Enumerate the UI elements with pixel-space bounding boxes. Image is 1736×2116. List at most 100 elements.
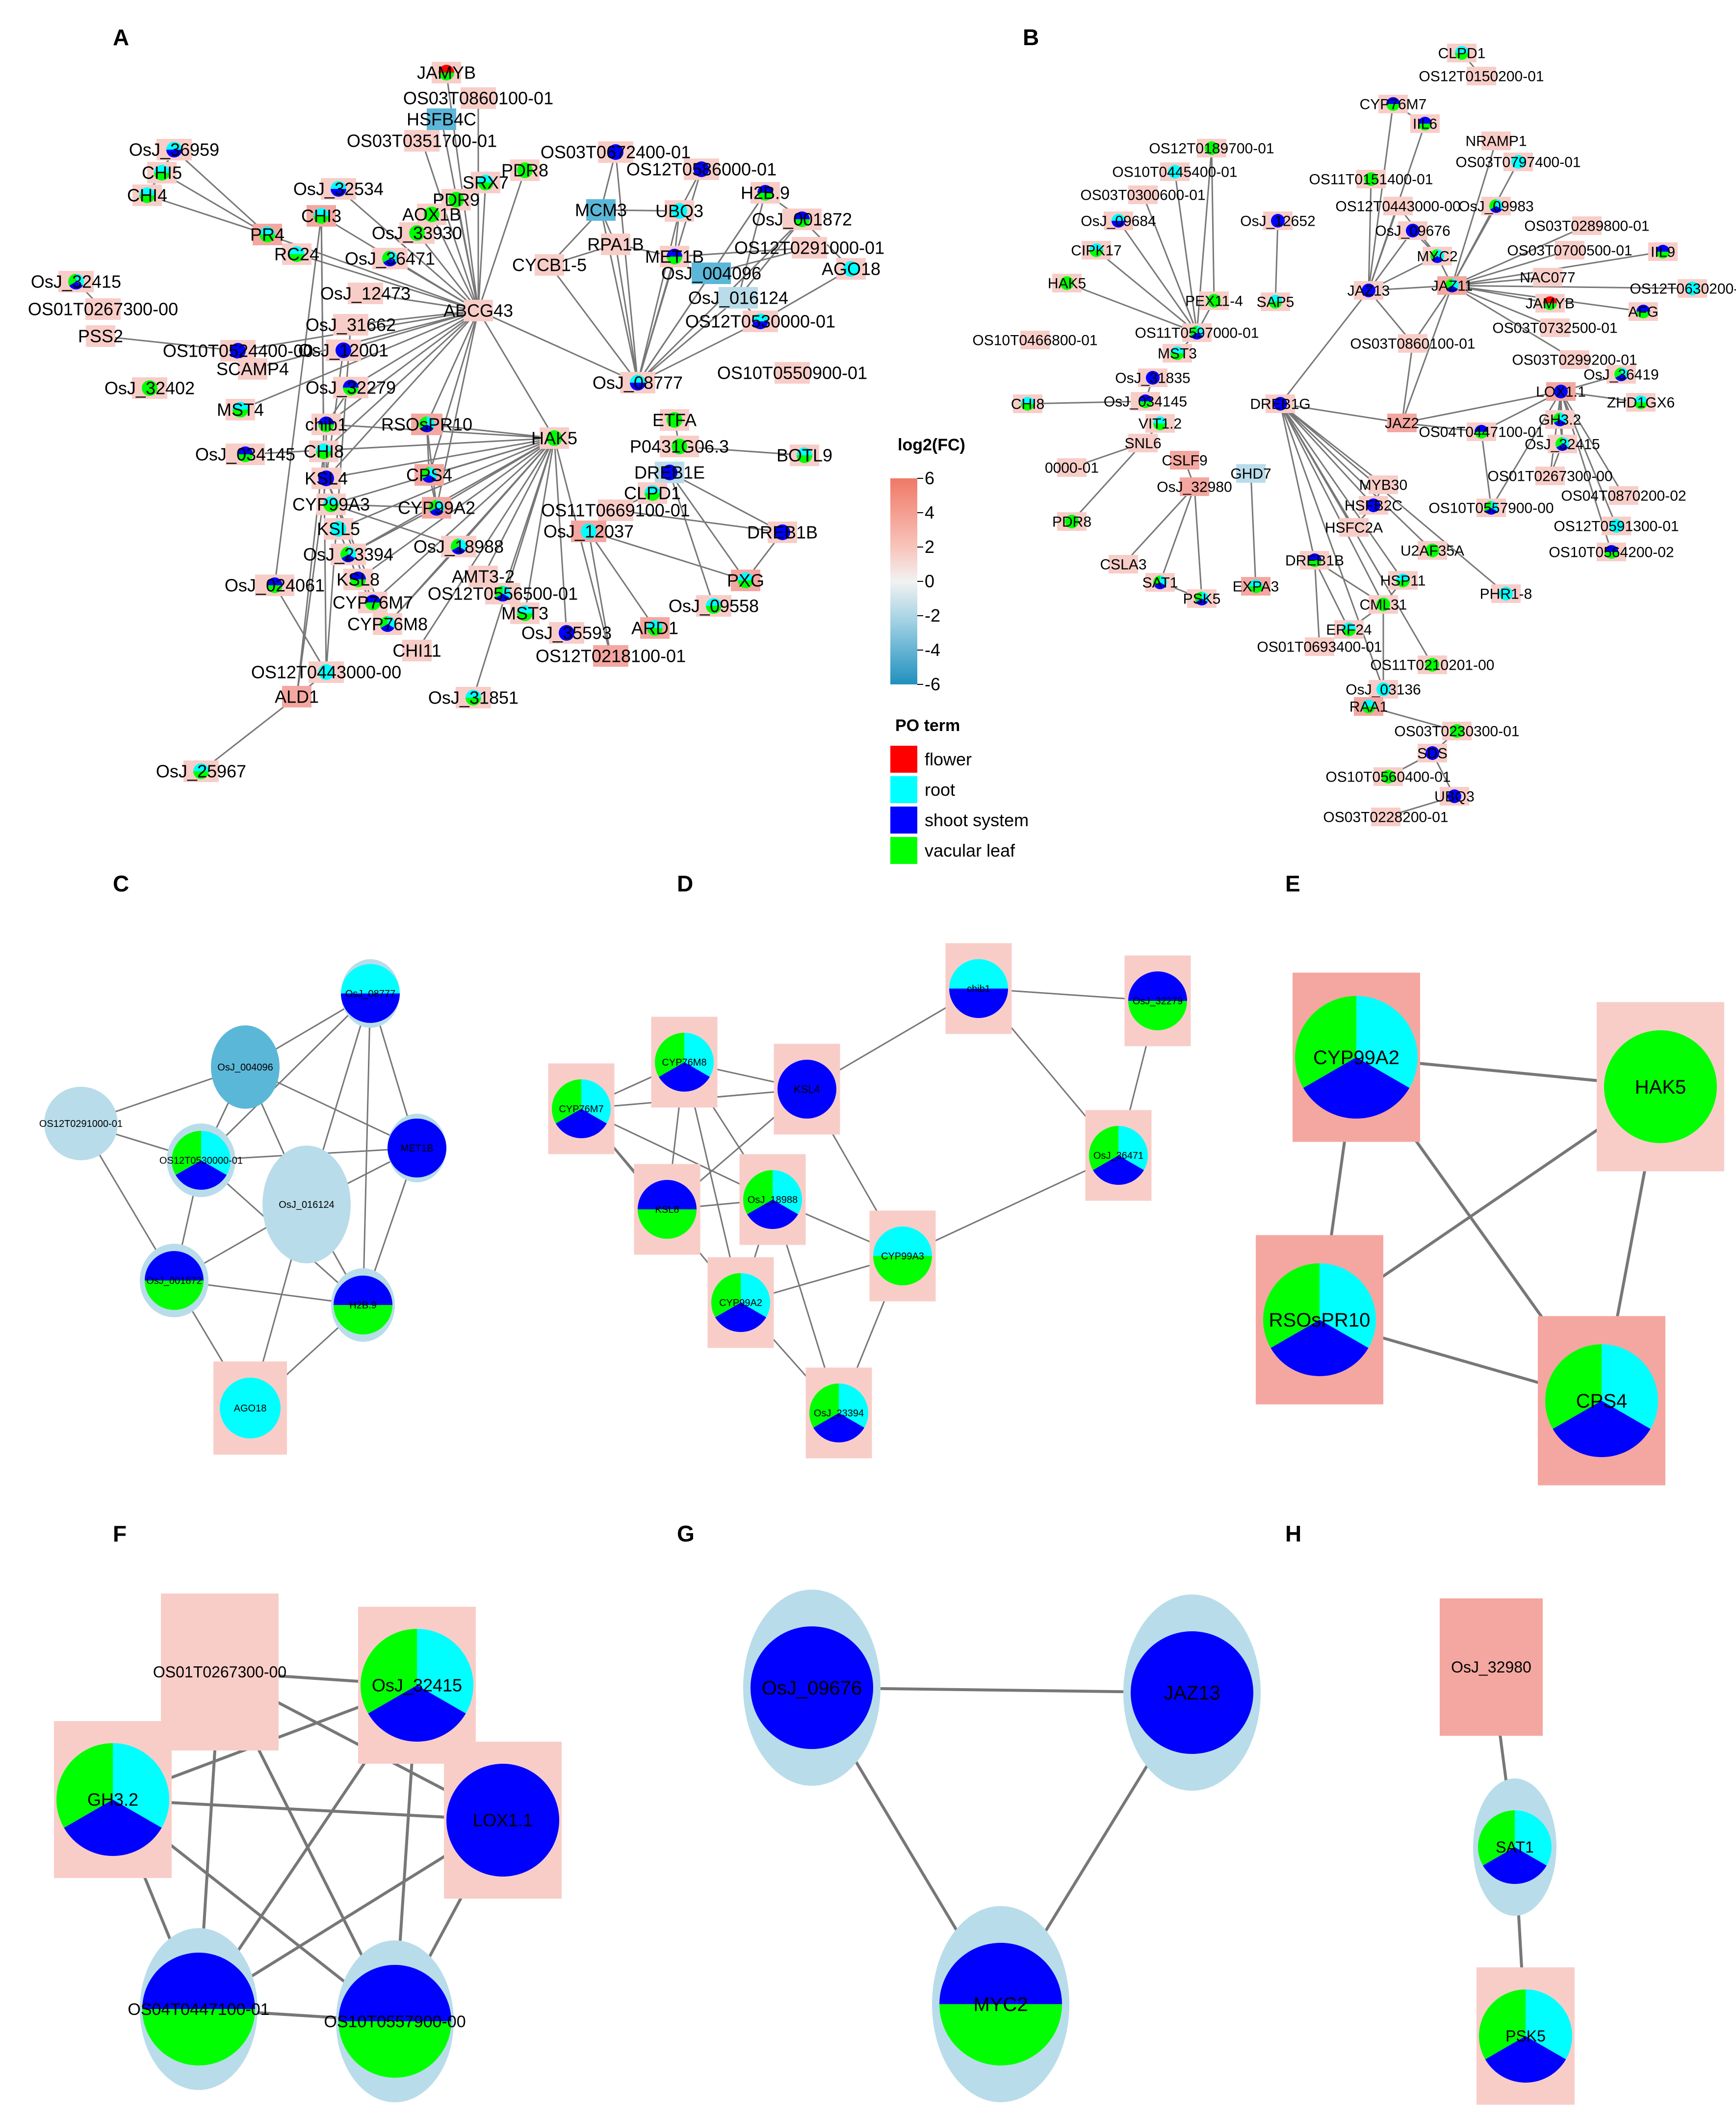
pie-slice <box>478 183 493 190</box>
node-cps4: CPS4 <box>1538 1316 1665 1486</box>
node-background <box>404 130 440 152</box>
node-label: CYP99A3 <box>881 1251 924 1262</box>
network-edge <box>548 264 639 383</box>
pie-slice <box>843 261 859 277</box>
network-edge <box>274 585 327 673</box>
node-os11t0597: OS11T0597000-01 <box>1135 323 1259 342</box>
pie-slice <box>478 175 493 183</box>
node-cyp99a2: CYP99A2 <box>398 497 475 519</box>
node-hak5: HAK5 <box>531 427 577 449</box>
pie-slice <box>142 1953 255 2009</box>
node-osj-024061: OsJ_024061 <box>225 575 325 596</box>
pie-slice <box>193 763 209 771</box>
node-label: OsJ_23394 <box>814 1408 864 1419</box>
pie-slice <box>1205 141 1218 155</box>
network-edge <box>350 310 479 326</box>
pie-slice <box>459 539 466 550</box>
node-aox1b: AOX1B <box>402 204 461 225</box>
node-label: OsJ_32415 <box>1525 437 1600 453</box>
node-label: CSLA3 <box>1100 557 1146 573</box>
fc-legend-title: log2(FC) <box>898 436 965 454</box>
network-edge <box>416 233 479 311</box>
pie-slice <box>672 439 687 454</box>
node-background <box>211 1025 280 1109</box>
node-label: CYP99A2 <box>719 1298 762 1308</box>
pie-slice <box>1060 276 1074 290</box>
node-label: JAZ13 <box>1164 1682 1220 1704</box>
node-ubq3: UBQ3 <box>655 200 703 222</box>
pie-slice <box>1605 545 1618 552</box>
node-label: H2B.9 <box>741 183 790 203</box>
pie-slice <box>166 142 182 150</box>
node-label: CIPK17 <box>1071 243 1121 259</box>
node-label: CSLF9 <box>1162 453 1207 469</box>
pie-slice <box>1418 124 1432 131</box>
node-chi4: CHI4 <box>127 184 167 206</box>
node-label: PSK5 <box>1505 2027 1546 2045</box>
pie-slice <box>166 150 182 157</box>
node-label: OS11T0597000-01 <box>1135 325 1259 341</box>
pie-slice <box>1489 199 1496 209</box>
pie-slice <box>1386 97 1400 104</box>
node-label: OsJ_016124 <box>688 288 788 308</box>
pie-slice <box>1342 623 1356 629</box>
network-edge <box>455 199 479 311</box>
pie-slice <box>794 219 810 227</box>
pie-slice <box>1112 221 1125 228</box>
node-phr1-8: PHR1-8 <box>1480 584 1532 603</box>
node-os12t0291: OS12T0291000-01 <box>39 1087 123 1160</box>
network-edge <box>1279 290 1370 404</box>
legend: log2(FC) 6420-2-4-6 PO term flowerrootsh… <box>890 436 1029 864</box>
node-label: SAT1 <box>1496 1838 1534 1856</box>
pie-slice <box>452 547 466 554</box>
pie-slice <box>1153 575 1160 586</box>
network-edge <box>350 310 479 389</box>
node-osj-016124: OsJ_016124 <box>688 287 788 309</box>
node-label: RAA1 <box>1349 699 1388 715</box>
node-osj-08777: OsJ_08777 <box>341 959 400 1028</box>
pie-slice <box>1496 199 1503 209</box>
node-background <box>348 283 383 304</box>
node-label: OS12T0218100-01 <box>536 646 686 666</box>
node-os03t0300: OS03T0300600-01 <box>1080 185 1206 204</box>
node-p0431g06-3: P0431G06.3 <box>630 436 729 457</box>
pie-slice <box>1154 582 1166 589</box>
pie-slice <box>429 500 437 512</box>
node-label: OS12T0443000-00 <box>1335 199 1460 215</box>
network-edge <box>1368 104 1394 291</box>
node-osj-001872: OsJ_001872 <box>140 1244 208 1317</box>
node-os12t0591: OS12T0591300-01 <box>1554 517 1679 535</box>
network-edge <box>1368 179 1372 291</box>
pie-slice <box>1475 425 1488 432</box>
node-label: OsJ_09558 <box>669 596 759 616</box>
pie-slice <box>1515 1810 1552 1866</box>
pie-slice <box>1131 1631 1253 1754</box>
node-label: OsJ_35593 <box>521 623 612 643</box>
node-os12t0556: OS12T0556500-01 <box>428 583 578 604</box>
fc-tick-label: -6 <box>925 674 940 694</box>
node-label: OsJ_32279 <box>306 378 396 398</box>
node-label: OsJ_36471 <box>1093 1150 1143 1161</box>
pie-slice <box>1490 206 1503 213</box>
pie-slice <box>1065 515 1079 528</box>
network-edge <box>477 310 555 439</box>
pie-slice <box>420 424 434 432</box>
node-label: OS03T0797400-01 <box>1455 155 1581 171</box>
node-afg: AFG <box>1628 302 1658 321</box>
node-os12t0218: OS12T0218100-01 <box>536 645 686 667</box>
pie-slice <box>343 380 359 388</box>
node-label: MST4 <box>217 400 264 420</box>
node-gh3-2: GH3.2 <box>54 1721 172 1878</box>
node-osj-32402: OsJ_32402 <box>104 377 195 399</box>
node-label: CYCB1-5 <box>512 255 587 275</box>
node-os11t0151: OS11T0151400-01 <box>1309 170 1433 188</box>
network-edge <box>615 509 783 533</box>
pie-slice <box>1271 214 1285 228</box>
node-os12t0443: OS12T0443000-00 <box>1335 197 1461 215</box>
node-os04t0447: OS04T0447100-01 <box>1419 422 1544 441</box>
network-edge <box>326 310 479 425</box>
node-label: OsJ_12001 <box>298 340 389 361</box>
pie-slice <box>1478 1810 1515 1866</box>
pie-slice <box>341 554 355 562</box>
node-background <box>1057 458 1087 477</box>
